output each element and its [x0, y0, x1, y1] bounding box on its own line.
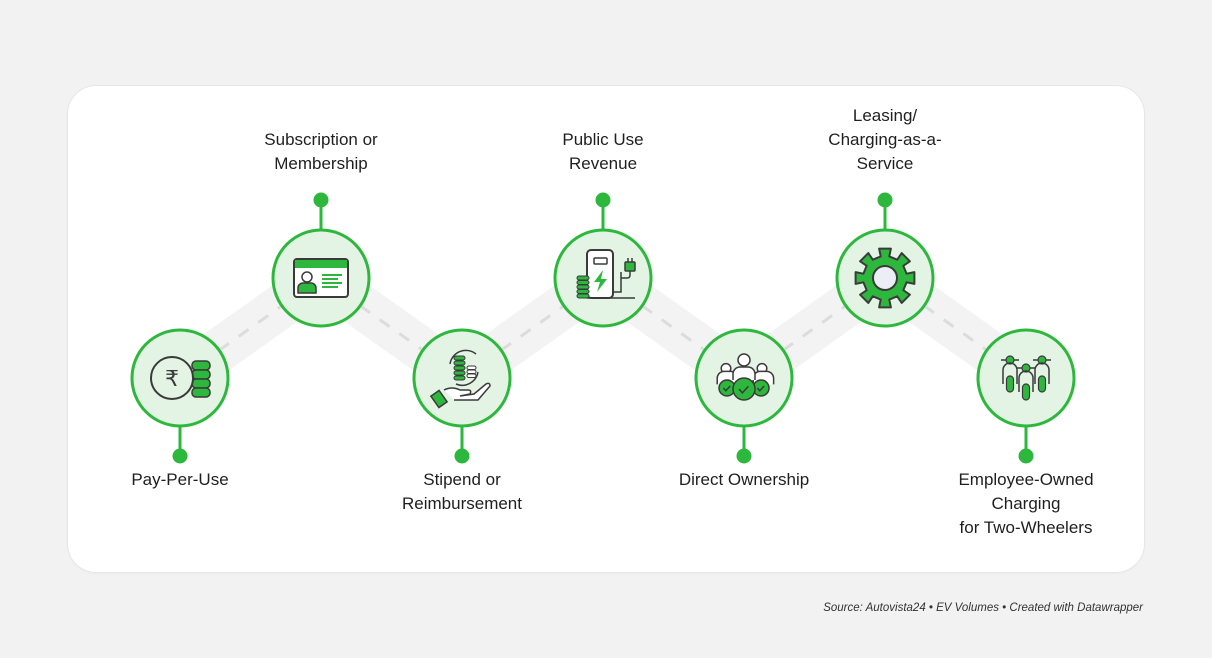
membership-card-icon [293, 258, 349, 298]
step-label: Direct Ownership [678, 470, 810, 489]
nodes: ₹ [130, 192, 1076, 464]
step-node [976, 328, 1076, 464]
gear-icon [854, 247, 916, 309]
step-label: Leasing/ Charging-as-a- Service [828, 106, 942, 173]
step-node [694, 328, 794, 464]
step-label: Stipend or Reimbursement [402, 470, 522, 513]
group-check-icon [716, 353, 775, 401]
step-label: Public Use Revenue [562, 130, 644, 173]
step-label: Pay-Per-Use [131, 470, 229, 489]
rupee-coins-icon: ₹ [150, 356, 211, 400]
connector-dot [595, 192, 611, 208]
connector-dot [736, 448, 752, 464]
step-label: Employee-Owned Charging for Two-Wheelers [958, 470, 1094, 537]
step-node [412, 328, 512, 464]
connector-dot [877, 192, 893, 208]
source-note: Source: Autovista24 • EV Volumes • Creat… [823, 602, 1143, 614]
svg-text:₹: ₹ [165, 367, 179, 392]
step-node [835, 192, 935, 328]
step-node: ₹ [130, 328, 230, 464]
step-label: Subscription or Membership [264, 130, 378, 173]
connector-dot [1018, 448, 1034, 464]
scooters-icon [1001, 355, 1051, 401]
connector-dot [454, 448, 470, 464]
charging-station-icon [576, 249, 636, 299]
step-circle [976, 328, 1076, 428]
connector-dot [313, 192, 329, 208]
connector-dot [172, 448, 188, 464]
step-node [271, 192, 371, 328]
step-node [553, 192, 653, 328]
hand-coins-icon [429, 349, 491, 409]
